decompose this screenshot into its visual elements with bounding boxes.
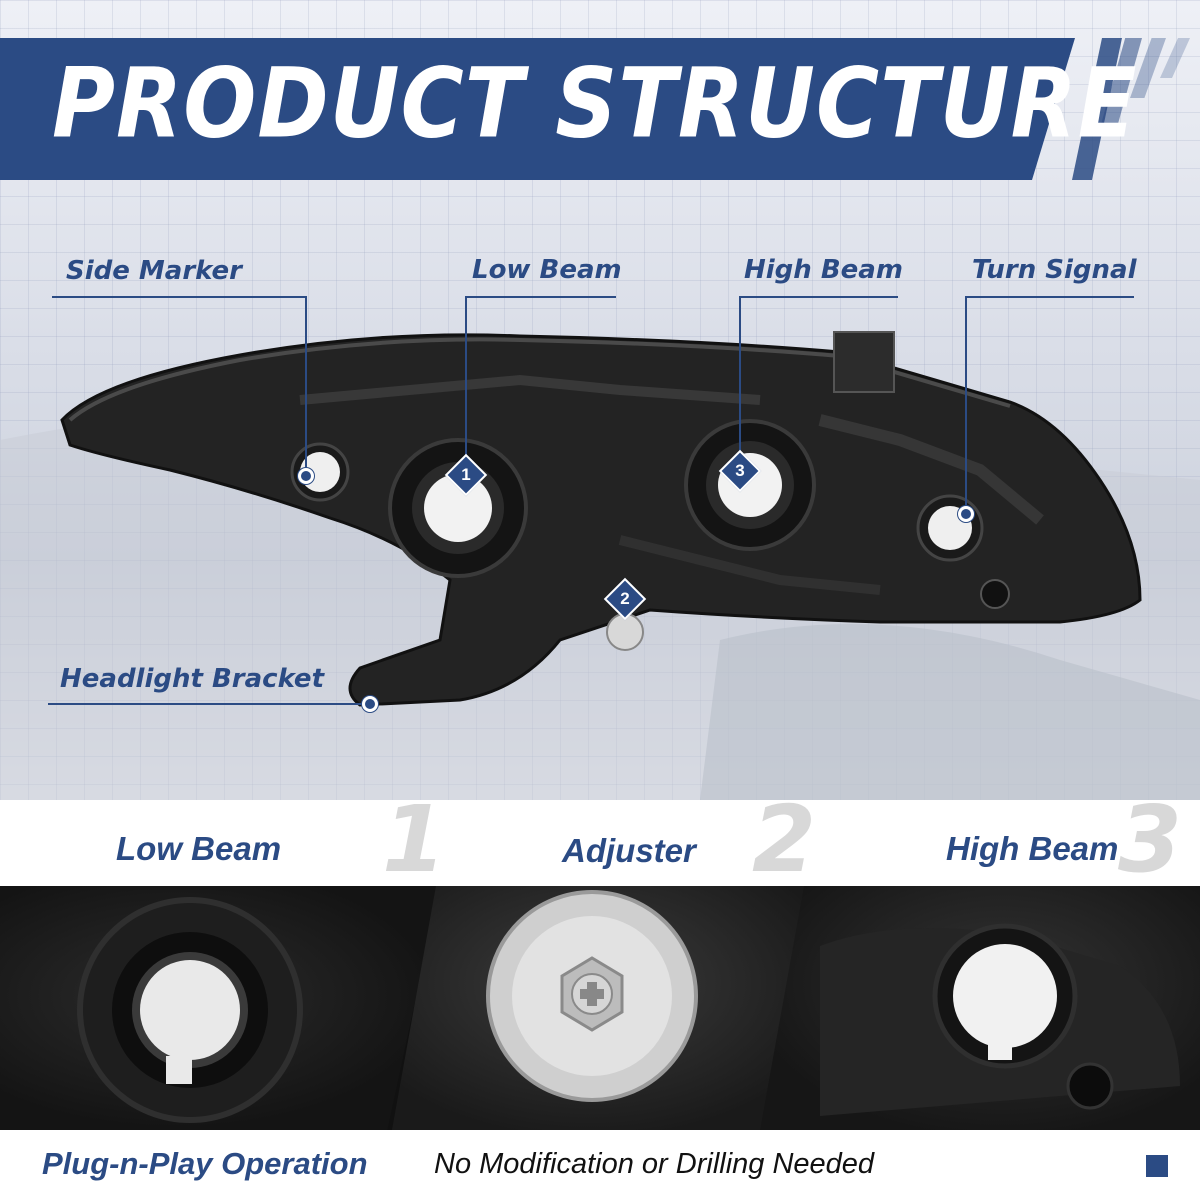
callout-line	[48, 703, 370, 705]
callout-line	[465, 296, 467, 460]
footer-headline: Plug-n-Play Operation	[42, 1146, 368, 1181]
callout-dot	[298, 468, 314, 484]
callout-dot	[362, 696, 378, 712]
callout-high-beam: High Beam	[744, 255, 903, 285]
callout-line	[740, 296, 898, 298]
callout-line	[52, 296, 306, 298]
detail-panels	[0, 886, 1200, 1130]
footer-subtext: No Modification or Drilling Needed	[434, 1148, 875, 1180]
detail-label-high-beam: High Beam	[946, 830, 1119, 867]
detail-label-adjuster: Adjuster	[562, 832, 696, 869]
title-banner	[0, 38, 1075, 180]
callout-line	[965, 296, 967, 512]
detail-photo-low-beam	[0, 886, 440, 1130]
callout-line	[739, 296, 741, 456]
detail-photo-high-beam	[760, 886, 1200, 1130]
callout-line	[466, 296, 616, 298]
callout-low-beam: Low Beam	[472, 255, 622, 285]
callout-turn-signal: Turn Signal	[972, 255, 1137, 285]
footer-square-icon	[1146, 1155, 1168, 1177]
callout-line	[966, 296, 1134, 298]
detail-labels: 1 Low Beam 2 Adjuster 3 High Beam	[0, 794, 1200, 886]
footer: Plug-n-Play Operation No Modification or…	[0, 1130, 1200, 1188]
page-title: PRODUCT STRUCTURE	[52, 48, 1138, 160]
detail-number: 1	[382, 786, 447, 893]
callout-headlight-bracket: Headlight Bracket	[60, 664, 324, 694]
detail-label-low-beam: Low Beam	[116, 830, 282, 867]
headlight-image	[0, 331, 1200, 800]
detail-number: 2	[752, 786, 817, 893]
detail-photo-adjuster	[392, 886, 832, 1130]
callout-side-marker: Side Marker	[66, 256, 242, 286]
product-structure-section: PRODUCT STRUCTURE Side Marker	[0, 0, 1200, 800]
callout-line	[305, 296, 307, 474]
callout-dot	[958, 506, 974, 522]
detail-number: 3	[1118, 786, 1183, 893]
